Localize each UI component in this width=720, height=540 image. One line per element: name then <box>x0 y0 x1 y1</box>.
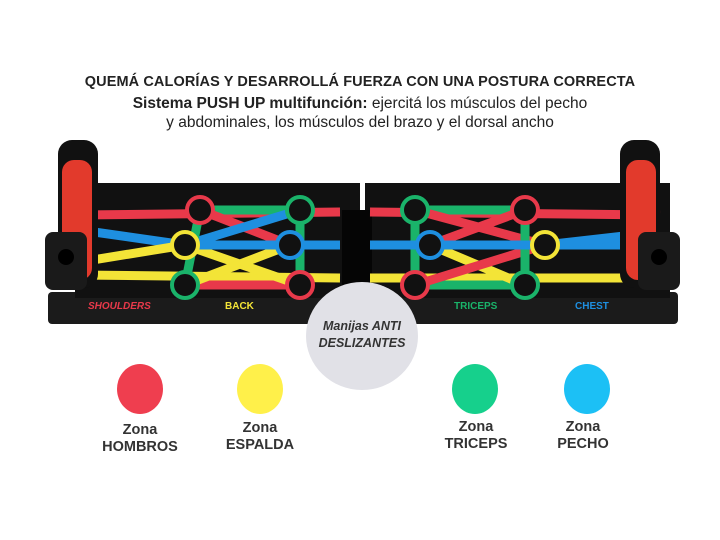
board-hinge <box>342 210 372 290</box>
subtitle-line-1: Sistema PUSH UP multifunción: ejercitá l… <box>0 95 720 113</box>
board-label-back: BACK <box>225 301 255 312</box>
anti-slip-badge-text: Manijas ANTI DESLIZANTES <box>306 318 418 352</box>
zone-pecho-dot <box>564 364 610 414</box>
headline: QUEMÁ CALORÍAS Y DESARROLLÁ FUERZA CON U… <box>84 74 636 90</box>
zone-word: Zona <box>565 419 601 435</box>
zone-name: PECHO <box>557 436 609 452</box>
subtitle-rest: ejercitá los músculos del pecho <box>367 95 588 112</box>
left-handle <box>45 140 98 290</box>
zone-word: Zona <box>122 422 158 438</box>
zone-word: Zona <box>458 419 494 435</box>
badge-line-2: DESLIZANTES <box>318 336 406 350</box>
board-label-chest: CHEST <box>575 301 609 312</box>
zone-hombros-dot <box>117 364 163 414</box>
zone-name: HOMBROS <box>102 439 178 455</box>
anti-slip-badge <box>306 282 418 390</box>
board-holes <box>170 195 560 300</box>
zone-espalda-dot <box>237 364 283 414</box>
zone-word: Zona <box>242 420 278 436</box>
badge-line-1: Manijas ANTI <box>322 319 402 333</box>
zone-triceps-dot <box>452 364 498 414</box>
push-up-board-image: SHOULDERS BACK TRICEPS CHEST <box>45 140 680 324</box>
subtitle-bold: Sistema PUSH UP multifunción: <box>132 95 368 112</box>
right-handle <box>620 140 680 290</box>
zone-name: TRICEPS <box>444 436 508 452</box>
subtitle-line-2: y abdominales, los músculos del brazo y … <box>166 114 554 131</box>
board-label-triceps: TRICEPS <box>454 301 498 312</box>
board-label-shoulders: SHOULDERS <box>88 301 151 312</box>
zone-name: ESPALDA <box>225 437 295 453</box>
